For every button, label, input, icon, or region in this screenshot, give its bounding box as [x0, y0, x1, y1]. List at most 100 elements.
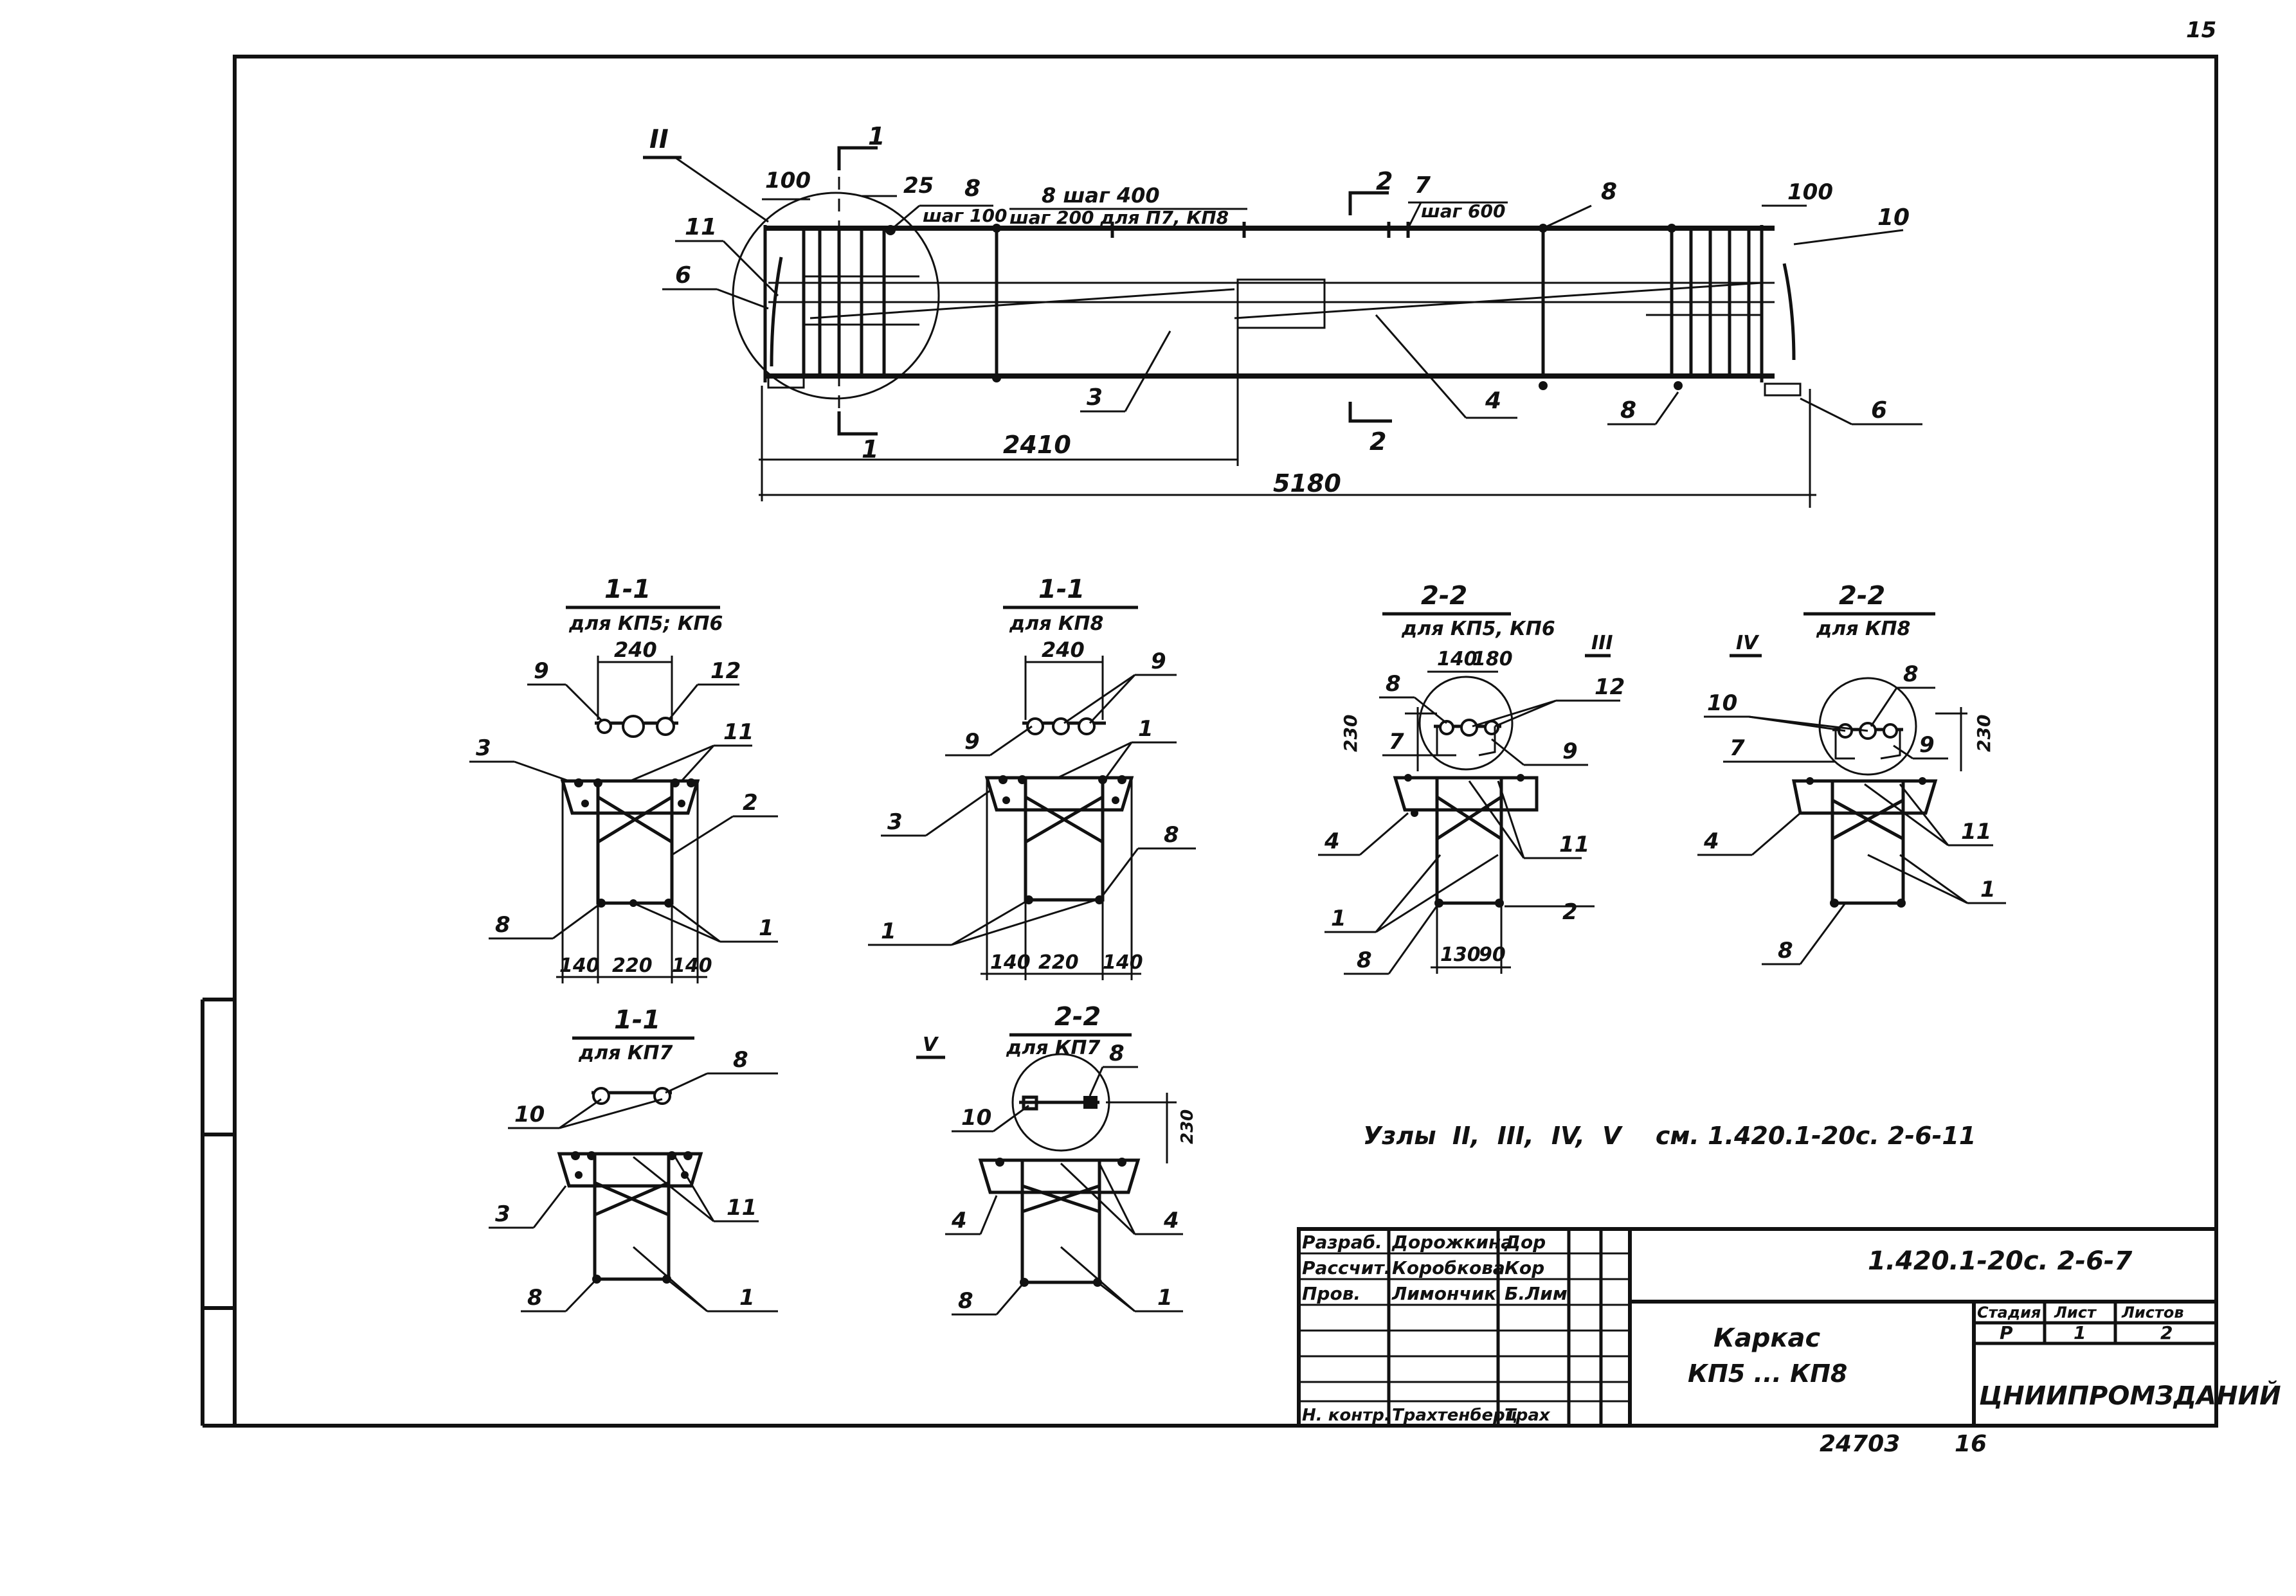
section-2-2-kp8: 2-2 для КП8 IV 230 8 10 7 9 4 11 1 — [1697, 581, 2006, 965]
sheets-header: Листов — [2121, 1304, 2184, 1322]
dim-bottom-2: 90 — [1479, 944, 1506, 966]
section-2-bottom: 2 — [1369, 427, 1386, 456]
label-f: 1 — [881, 919, 896, 944]
drawing-frame — [233, 55, 2218, 1428]
section-1-1-kp8: 1-1 для КП8 240 140 220 140 9 9 3 — [868, 575, 1196, 980]
label-c: 3 — [495, 1201, 511, 1227]
label-c: 4 — [951, 1208, 967, 1233]
nodes-note-sep1: , — [1469, 1122, 1479, 1150]
sheet-header: Лист — [2054, 1304, 2097, 1322]
label-g: 1 — [1331, 906, 1346, 931]
role-2: Рассчит. — [1302, 1257, 1391, 1278]
label-6-right: 6 — [1871, 397, 1887, 424]
step-600: шаг 600 — [1421, 201, 1505, 222]
dim-bottom-3: 140 — [1103, 951, 1143, 974]
role-3: Пров. — [1302, 1283, 1360, 1304]
step-400: 8 шаг 400 — [1042, 183, 1160, 208]
section-2-2-kp7: 2-2 для КП7 V 230 8 10 4 4 8 1 — [916, 1002, 1197, 1316]
label-a: 8 — [1386, 671, 1401, 697]
label-e: 8 — [958, 1288, 973, 1314]
label-3: 3 — [1087, 384, 1103, 411]
dim-5180: 5180 — [1273, 469, 1341, 498]
role-1: Разраб. — [1302, 1232, 1382, 1253]
dim-top: 240 — [614, 638, 657, 662]
name-3: Лимончик — [1391, 1283, 1497, 1304]
node-ii-label: II — [649, 125, 669, 154]
label-g: 1 — [759, 915, 774, 941]
dim-100-left: 100 — [765, 168, 811, 193]
label-8-right: 8 — [1601, 179, 1617, 205]
label-a: 8 — [733, 1047, 748, 1073]
nodes-note-prefix: Узлы — [1363, 1122, 1436, 1150]
side-dim: 230 — [1178, 1109, 1197, 1144]
sign-1: Дор — [1504, 1232, 1546, 1253]
section-title: 1-1 — [614, 1005, 660, 1035]
dim-bottom-2: 220 — [612, 955, 653, 977]
label-e: 8 — [1164, 822, 1179, 848]
document-code: 1.420.1-20с. 2-6-7 — [1868, 1246, 2133, 1276]
section-2-top: 2 — [1376, 167, 1393, 195]
dim-bottom-1: 140 — [990, 951, 1031, 974]
nodes-note-ii: II — [1452, 1122, 1470, 1150]
label-8-step: 8 — [964, 175, 981, 202]
section-subtitle: для КП8 — [1009, 613, 1103, 635]
dim-100-right: 100 — [1787, 179, 1833, 205]
sheet-value: 1 — [2074, 1322, 2086, 1343]
sign-2: Кор — [1505, 1257, 1544, 1278]
label-d: 11 — [727, 1195, 757, 1221]
stage-value: Р — [2000, 1322, 2013, 1343]
label-c: 7 — [1389, 729, 1404, 755]
page-number: 15 — [2186, 17, 2216, 43]
label-e: 4 — [1703, 829, 1719, 854]
roman-label: IV — [1736, 632, 1760, 654]
nodes-note-iii: III — [1497, 1122, 1524, 1150]
label-e: 4 — [1324, 829, 1340, 854]
section-2-2-kp5-kp6: 2-2 для КП5, КП6 III 140 180 230 130 90 … — [1318, 581, 1625, 975]
step-100: шаг 100 — [923, 205, 1007, 226]
dim-top-2: 180 — [1472, 648, 1513, 670]
roman-label: III — [1591, 632, 1613, 654]
archive-number: 24703 — [1820, 1431, 1900, 1457]
name-2: Коробкова — [1392, 1257, 1505, 1278]
dim-bottom-1: 130 — [1440, 944, 1481, 966]
label-b: 10 — [961, 1105, 991, 1131]
label-b: 12 — [1595, 674, 1625, 700]
label-h: 8 — [1778, 938, 1793, 964]
label-d: 9 — [1919, 732, 1935, 758]
label-h: 2 — [1562, 899, 1578, 925]
label-b: 10 — [514, 1102, 545, 1127]
nodes-note-sep2: , — [1523, 1122, 1533, 1150]
name-6: Трахтенберц — [1392, 1406, 1517, 1425]
label-f: 1 — [739, 1285, 755, 1311]
label-6-left: 6 — [675, 262, 691, 289]
section-title: 1-1 — [1038, 575, 1085, 604]
label-e: 8 — [527, 1285, 543, 1311]
dim-top: 240 — [1042, 638, 1085, 662]
dim-2410: 2410 — [1003, 431, 1071, 459]
stage-header: Стадия — [1977, 1304, 2041, 1322]
binding-strip — [201, 998, 235, 1428]
label-g: 1 — [1980, 877, 1996, 902]
drawing-name-line2: КП5 ... КП8 — [1688, 1359, 1847, 1388]
nodes-note-v: V — [1602, 1122, 1623, 1150]
organization: ЦНИИПРОМЗДАНИЙ — [1979, 1380, 2281, 1411]
label-a: 8 — [1903, 661, 1919, 687]
label-f: 11 — [1559, 832, 1589, 857]
label-b: 10 — [1707, 690, 1737, 716]
step-200: шаг 200 для П7, КП8 — [1009, 207, 1229, 228]
label-d: 4 — [1163, 1208, 1179, 1233]
section-subtitle: для КП8 — [1816, 618, 1910, 640]
dim-bottom-3: 140 — [672, 955, 712, 977]
section-title: 2-2 — [1839, 581, 1885, 611]
name-1: Дорожкина — [1391, 1232, 1513, 1253]
label-d: 1 — [1138, 716, 1153, 742]
section-title: 2-2 — [1421, 581, 1467, 611]
section-1-1-kp5-kp6: 1-1 для КП5; КП6 240 140 220 1 — [469, 575, 778, 983]
label-a: 9 — [534, 658, 549, 684]
drawing-name-line1: Каркас — [1713, 1323, 1820, 1353]
title-block: Разраб. Дорожкина Дор Рассчит. Коробкова… — [1297, 1227, 2281, 1428]
label-10: 10 — [1877, 204, 1910, 231]
section-title: 2-2 — [1054, 1002, 1101, 1032]
label-b: 12 — [710, 658, 741, 684]
